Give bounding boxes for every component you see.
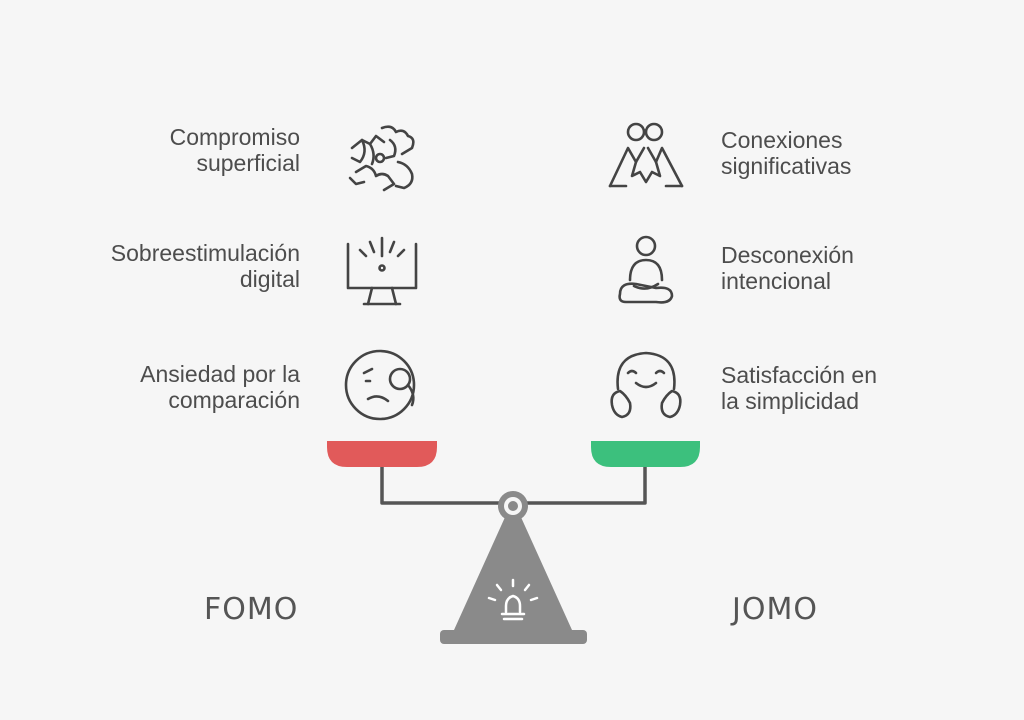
jomo-pan: [591, 441, 700, 467]
meditating-person-icon: [606, 232, 686, 312]
label-satisfaccion-simplicidad: Satisfacción en la simplicidad: [721, 362, 877, 414]
worried-face-monocle-icon: [342, 345, 422, 425]
label-sobreestimulacion-digital: Sobreestimulación digital: [110, 240, 300, 292]
fomo-title: FOMO: [204, 592, 299, 627]
stand-emblem-icon: [487, 578, 539, 621]
label-ansiedad-comparacion: Ansiedad por la comparación: [140, 361, 300, 413]
scale-base: [440, 630, 587, 644]
happy-face-hands-icon: [606, 345, 686, 425]
scale-stand: [454, 515, 572, 630]
label-compromiso-superficial: Compromiso superficial: [169, 124, 300, 176]
label-desconexion-intencional: Desconexión intencional: [721, 242, 854, 294]
jomo-title: JOMO: [732, 592, 818, 627]
right-pan-hanger: [525, 466, 647, 505]
left-pan-hanger: [380, 466, 502, 505]
hugging-people-icon: [606, 118, 686, 198]
tangled-hands-icon: [342, 118, 422, 198]
overloaded-monitor-icon: [342, 232, 422, 312]
pivot-center: [508, 501, 518, 511]
fomo-pan: [327, 441, 437, 467]
label-conexiones-significativas: Conexiones significativas: [721, 127, 852, 179]
